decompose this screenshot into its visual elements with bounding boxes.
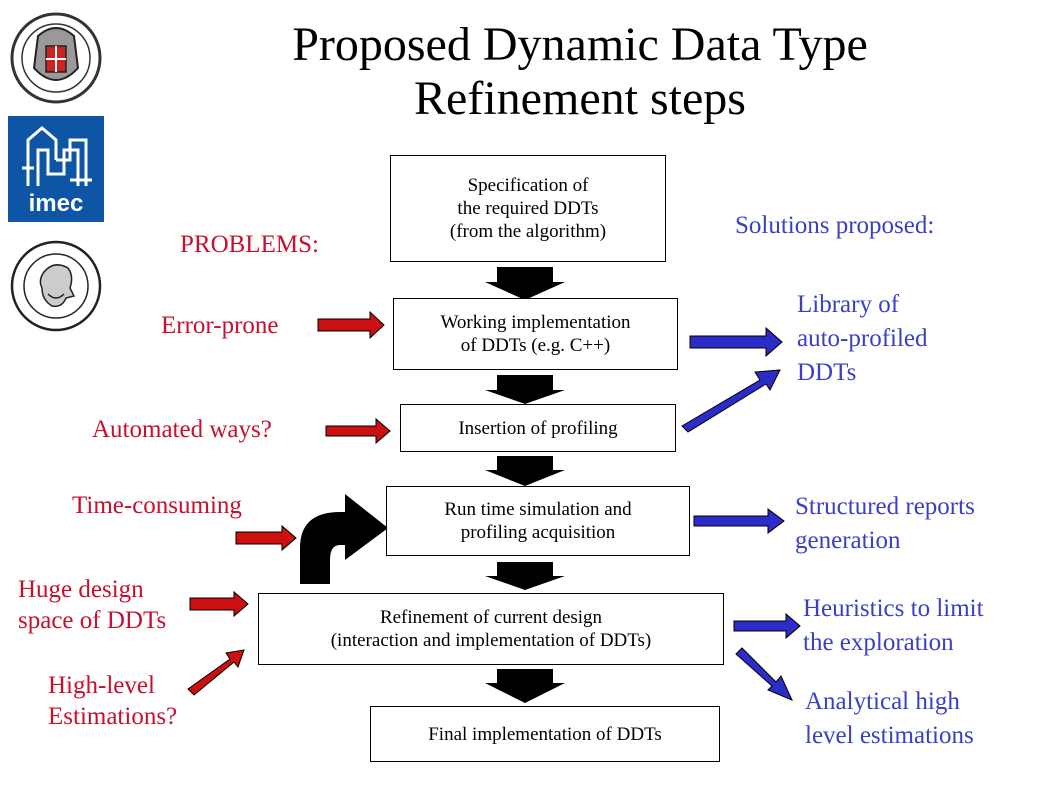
library-line-1: Library of xyxy=(797,291,900,318)
heuristics-line-1: Heuristics to limit xyxy=(803,595,984,622)
step2-line-1: Working implementation xyxy=(440,312,631,333)
step-working-implementation-box: Working implementation of DDTs (e.g. C++… xyxy=(393,298,678,370)
feedback-curved-arrow xyxy=(300,494,388,584)
structured-line-1: Structured reports xyxy=(795,493,975,520)
step6-line-1: Final implementation of DDTs xyxy=(428,723,662,745)
step4-line-2: profiling acquisition xyxy=(460,522,616,543)
step1-line-2: the required DDTs xyxy=(457,198,599,219)
solution-analytical-estimations: Analytical high level estimations xyxy=(805,685,974,753)
high-level-line-1: High-level xyxy=(48,672,155,699)
solutions-header: Solutions proposed: xyxy=(735,212,935,239)
heuristics-line-2: the exploration xyxy=(803,629,954,656)
blue-arrow-heuristics xyxy=(733,612,801,640)
step-specification-box: Specification of the required DDTs (from… xyxy=(390,155,666,262)
imec-logo: imec xyxy=(8,116,104,222)
red-arrow-huge-design xyxy=(189,590,249,618)
step3-line-1: Insertion of profiling xyxy=(458,417,618,439)
step1-line-1: Specification of xyxy=(467,175,589,196)
step-run-time-simulation-box: Run time simulation and profiling acquis… xyxy=(386,486,690,556)
down-arrow-4 xyxy=(485,562,565,590)
problem-time-consuming: Time-consuming xyxy=(72,492,242,519)
library-line-2: auto-profiled xyxy=(797,325,928,352)
problem-high-level-estimations: High-level Estimations? xyxy=(48,670,177,732)
step5-line-2: (interaction and implementation of DDTs) xyxy=(330,630,652,651)
library-line-3: DDTs xyxy=(797,359,857,386)
problem-error-prone: Error-prone xyxy=(161,312,279,339)
university-seal-logo xyxy=(8,6,104,110)
analytical-line-2: level estimations xyxy=(805,722,974,749)
imec-logo-text: imec xyxy=(28,190,84,217)
blue-arrow-analytical xyxy=(735,647,793,701)
title-line-1: Proposed Dynamic Data Type xyxy=(292,18,868,71)
down-arrow-1 xyxy=(485,267,565,300)
down-arrow-3 xyxy=(485,456,565,486)
high-level-line-2: Estimations? xyxy=(48,703,178,730)
solution-heuristics: Heuristics to limit the exploration xyxy=(803,592,984,660)
red-arrow-automated xyxy=(325,417,391,445)
structured-line-2: generation xyxy=(795,527,901,554)
page-title: Proposed Dynamic Data Type Refinement st… xyxy=(180,18,980,126)
blue-arrow-library-diagonal xyxy=(681,369,781,433)
red-arrow-time-consuming xyxy=(235,524,297,552)
problems-header: PROBLEMS: xyxy=(180,231,319,258)
greek-university-seal-logo xyxy=(8,236,104,336)
red-arrow-high-level xyxy=(187,649,245,696)
problem-huge-design-space: Huge design space of DDTs xyxy=(18,574,166,636)
huge-design-line-2: space of DDTs xyxy=(18,607,167,634)
step-insertion-profiling-box: Insertion of profiling xyxy=(400,404,676,452)
blue-arrow-structured xyxy=(693,508,785,534)
analytical-line-1: Analytical high xyxy=(805,688,960,715)
solution-library: Library of auto-profiled DDTs xyxy=(797,288,928,390)
huge-design-line-1: Huge design xyxy=(18,576,144,603)
step-final-implementation-box: Final implementation of DDTs xyxy=(370,706,720,762)
down-arrow-2 xyxy=(485,375,565,404)
step1-line-3: (from the algorithm) xyxy=(449,221,607,242)
blue-arrow-library xyxy=(689,326,783,358)
step4-line-1: Run time simulation and xyxy=(444,499,632,520)
solution-structured-reports: Structured reports generation xyxy=(795,490,975,558)
step5-line-1: Refinement of current design xyxy=(379,607,603,628)
title-line-2: Refinement steps xyxy=(414,72,746,125)
step-refinement-box: Refinement of current design (interactio… xyxy=(258,593,724,665)
down-arrow-5 xyxy=(485,669,565,703)
red-arrow-error-prone xyxy=(317,310,385,340)
problem-automated-ways: Automated ways? xyxy=(92,416,272,443)
step2-line-2: of DDTs (e.g. C++) xyxy=(460,335,611,356)
